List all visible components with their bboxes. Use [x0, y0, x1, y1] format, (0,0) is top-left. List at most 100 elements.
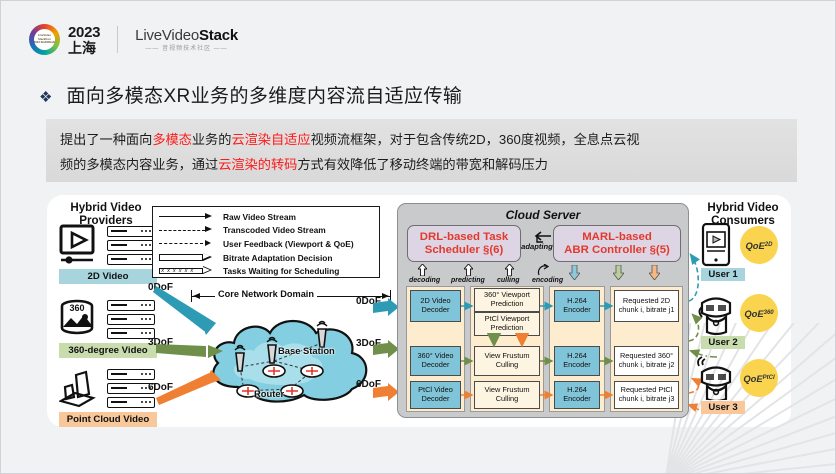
marl-abr-controller-box[interactable]: MARL-based ABR Controller §(5) — [553, 225, 681, 262]
cloud-server-panel: Cloud Server DRL-based Task Scheduler §(… — [397, 203, 689, 418]
adapting-label: adapting — [521, 242, 553, 251]
page-title-text: 面向多模态XR业务的多维度内容流自适应传输 — [66, 86, 463, 107]
brand-name: LiveVideoStack — [135, 28, 238, 43]
user-label-1: User 1 — [701, 268, 745, 281]
user-label-2: User 2 — [701, 336, 745, 349]
bitrate-decision-arrow-green — [613, 265, 624, 280]
base-station-label: Base Station — [278, 345, 335, 356]
core-network-cloud: Base Station Router — [204, 309, 376, 413]
brand-lockup: LiveVideoStack —— 音视频技术社区 —— — [135, 28, 238, 52]
brand-light: iveVideo — [143, 26, 199, 44]
provider-360-video: 360 360-degree Video — [59, 297, 157, 358]
requested-chunk-360-box[interactable]: Requested 360°chunk i, bitrate j2 — [614, 346, 679, 376]
server-rack-icon — [107, 299, 155, 339]
slide-header: LiveVideo StackCon 2023 SHANGHAI 2023 上海… — [1, 1, 835, 63]
culling-task-arrow-icon — [505, 264, 514, 276]
summary-highlight-3: 云渲染的转码 — [218, 157, 298, 172]
cloud-server-title: Cloud Server — [505, 208, 581, 222]
summary-line-1: 提出了一种面向多模态业务的云渲染自适应视频流框架，对于包含传统2D，360度视频… — [60, 132, 640, 147]
logo-divider — [117, 26, 119, 53]
user-label-3: User 3 — [701, 401, 745, 414]
diamond-bullet-icon: ❖ — [39, 89, 53, 106]
point-cloud-icon — [58, 367, 103, 409]
adapting-arrow-icon — [534, 231, 551, 243]
server-rack-icon — [107, 225, 155, 265]
brand-subtitle: —— 音视频技术社区 —— — [145, 45, 228, 52]
solid-arrow-icon — [159, 212, 217, 222]
hollow-arrow-icon — [159, 252, 217, 263]
dof-label-3-left: 3DoF — [148, 337, 173, 348]
smartphone-icon — [695, 222, 737, 267]
dof-label-6-left: 6DoF — [148, 382, 173, 393]
legend-row: Bitrate Adaptation Decision — [159, 251, 375, 265]
predicting-task-arrow-icon — [464, 264, 473, 276]
legend-row: User Feedback (Viewport & QoE) — [159, 237, 375, 251]
router-label: Router — [254, 388, 285, 399]
encoding-task-arrow-icon — [537, 264, 549, 276]
ring-text-line2: StackCon — [38, 37, 51, 41]
summary-highlight-2: 云渲染自适应 — [231, 132, 311, 147]
logo-year-city: 2023 上海 — [68, 25, 100, 55]
hatched-hollow-arrow-icon: xxxxxx — [159, 266, 217, 276]
decoding-task-arrow-icon — [418, 264, 427, 276]
page-title: ❖ 面向多模态XR业务的多维度内容流自适应传输 — [39, 81, 462, 108]
provider-label-360: 360-degree Video — [59, 343, 157, 358]
logo-city: 上海 — [68, 39, 96, 56]
brand-prefix: L — [135, 26, 144, 44]
summary-band: 提出了一种面向多模态业务的云渲染自适应视频流框架，对于包含传统2D，360度视频… — [46, 119, 797, 182]
play-video-icon — [59, 224, 103, 266]
legend-box: Raw Video Stream Transcoded Video Stream… — [152, 206, 380, 278]
legend-row: Transcoded Video Stream — [159, 224, 375, 238]
providers-heading: Hybrid Video Providers — [70, 201, 142, 227]
dash-dot-arrow-icon — [159, 239, 217, 249]
dashed-arrow-icon — [159, 225, 217, 235]
bitrate-decision-arrow-teal — [569, 265, 580, 280]
brand-bold: Stack — [199, 26, 239, 44]
vr-headset-icon — [695, 291, 737, 336]
summary-line-2: 频的多模态内容业务，通过云渲染的转码方式有效降低了移动终端的带宽和解码压力 — [60, 157, 548, 172]
dof-label-0-right: 0DoF — [356, 296, 381, 307]
logo-year: 2023 — [68, 23, 101, 41]
dof-label-6-right: 6DoF — [356, 379, 381, 390]
panorama-360-icon: 360 — [59, 298, 103, 340]
provider-2d-video: 2D Video — [59, 223, 157, 284]
drl-task-scheduler-box[interactable]: DRL-based Task Scheduler §(6) — [407, 225, 521, 262]
summary-highlight-1: 多模态 — [152, 132, 192, 147]
livevideostack-ring-icon: LiveVideo StackCon 2023 SHANGHAI — [29, 24, 60, 55]
legend-row: Raw Video Stream — [159, 210, 375, 224]
bitrate-decision-arrow-orange — [649, 265, 660, 280]
verb-predicting: predicting — [451, 277, 485, 284]
provider-point-cloud-video: Point Cloud Video — [58, 366, 157, 427]
dof-label-0-left: 0DoF — [148, 282, 173, 293]
ring-text-line3: 2023 SHANGHAI — [33, 41, 56, 45]
provider-label-point-cloud: Point Cloud Video — [59, 412, 157, 427]
cloud-shape-icon — [212, 320, 368, 403]
event-logo: LiveVideo StackCon 2023 SHANGHAI 2023 上海… — [29, 24, 238, 55]
verb-encoding: encoding — [532, 277, 564, 284]
svg-text:360: 360 — [69, 303, 84, 313]
verb-decoding: decoding — [409, 277, 441, 284]
vr-headset-wireless-icon — [695, 356, 737, 403]
legend-row: xxxxxx Tasks Waiting for Scheduling — [159, 266, 340, 277]
provider-label-2d: 2D Video — [59, 269, 157, 284]
dof-label-3-right: 3DoF — [356, 338, 381, 349]
